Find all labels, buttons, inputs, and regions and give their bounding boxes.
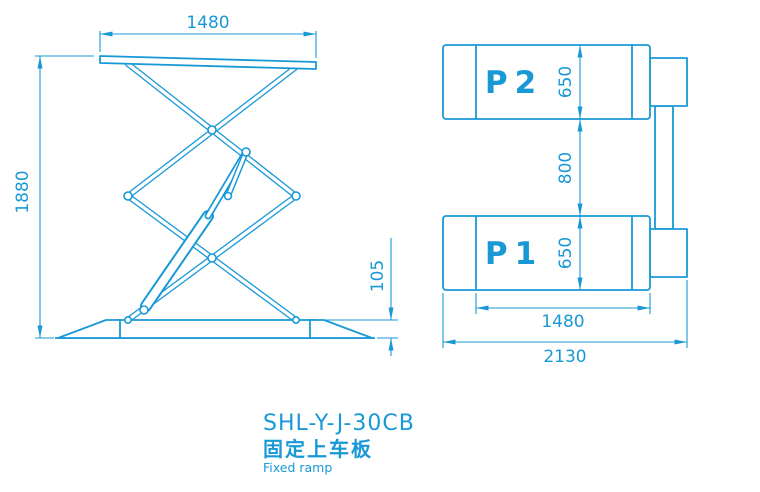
product-name-english: Fixed ramp <box>263 460 332 475</box>
platform-p1-tab <box>649 228 688 278</box>
product-name-chinese: 固定上车板 <box>263 437 373 461</box>
right-ramp <box>309 319 373 339</box>
dim-platform-length: 1480 <box>475 293 651 332</box>
cylinder-rod-pivot <box>241 147 251 157</box>
dim-platform-width-label: 1480 <box>186 13 229 33</box>
top-view: 650 800 650 P2 P1 1480 <box>442 44 688 367</box>
dim-overall-length-label: 2130 <box>543 347 586 367</box>
hydraulic-cylinder <box>139 147 251 315</box>
dim-platform-length-label: 1480 <box>541 312 584 332</box>
left-ramp <box>57 319 121 339</box>
platform-p2-label: P2 <box>485 65 543 101</box>
lift-platform <box>99 55 317 70</box>
cylinder-base-pivot <box>139 305 149 315</box>
dim-overall-length: 2130 <box>442 280 688 367</box>
pivot-joints <box>123 125 301 324</box>
platform-p2 <box>442 44 651 120</box>
scissor-arms <box>125 61 299 323</box>
platform-p1-label: P1 <box>485 236 543 272</box>
side-view: 1480 1880 105 <box>13 13 398 356</box>
dim-base-height-label: 105 <box>368 260 388 292</box>
model-number: SHL-Y-J-30CB <box>263 411 415 436</box>
dim-p1-width-label: 650 <box>556 237 576 269</box>
dim-p1-width: 650 <box>556 216 583 290</box>
connecting-rail <box>654 105 674 230</box>
caption: SHL-Y-J-30CB 固定上车板 Fixed ramp <box>263 411 415 475</box>
dim-base-height: 105 <box>316 238 398 356</box>
platform-p2-tab <box>649 57 688 107</box>
platform-p1 <box>442 215 651 291</box>
dim-p2-width: 650 <box>556 45 583 119</box>
dim-platform-gap: 800 <box>556 119 583 216</box>
dim-lift-height: 1880 <box>13 55 94 339</box>
dim-platform-gap-label: 800 <box>556 152 576 184</box>
base-frame <box>117 319 315 339</box>
cylinder-link-pivot <box>223 191 233 201</box>
dim-p2-width-label: 650 <box>556 66 576 98</box>
dim-lift-height-label: 1880 <box>13 170 33 213</box>
dim-platform-width: 1480 <box>99 13 317 58</box>
